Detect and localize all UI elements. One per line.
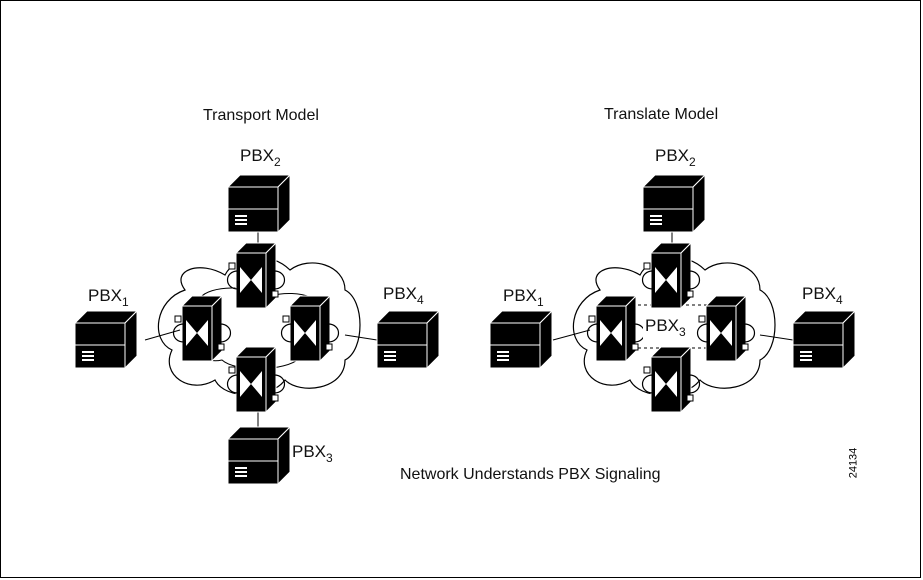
diagram-caption: Network Understands PBX Signaling bbox=[400, 466, 661, 483]
transport-pbx2-label: PBX2 bbox=[240, 146, 281, 169]
translate-model-title: Translate Model bbox=[604, 106, 719, 123]
translate-pbx4-box bbox=[792, 310, 856, 369]
transport-pbx1-box bbox=[74, 310, 138, 369]
transport-pbx1-label: PBX1 bbox=[88, 286, 129, 309]
figure-id: 24134 bbox=[847, 447, 860, 479]
translate-switch-right bbox=[696, 295, 756, 362]
translate-pbx1-box bbox=[489, 310, 553, 369]
translate-pbx4-label: PBX4 bbox=[802, 284, 843, 307]
transport-switch-right bbox=[280, 295, 340, 362]
transport-switch-bottom bbox=[226, 346, 286, 413]
transport-switch-top bbox=[226, 242, 286, 309]
transport-model-title: Transport Model bbox=[203, 107, 319, 124]
transport-switch-left bbox=[172, 295, 232, 362]
translate-switch-top bbox=[641, 242, 701, 309]
translate-pbx2-box bbox=[642, 174, 706, 233]
transport-pbx4-box bbox=[376, 310, 440, 369]
translate-pbx3-label: PBX3 bbox=[643, 316, 688, 339]
transport-pbx2-box bbox=[227, 174, 291, 233]
transport-pbx3-label: PBX3 bbox=[292, 442, 333, 465]
transport-model bbox=[74, 174, 440, 485]
transport-pbx3-box bbox=[227, 426, 291, 485]
transport-pbx4-label: PBX4 bbox=[383, 284, 424, 307]
translate-pbx2-label: PBX2 bbox=[655, 146, 696, 169]
translate-model bbox=[489, 174, 856, 413]
translate-pbx1-label: PBX1 bbox=[503, 286, 544, 309]
translate-switch-bottom bbox=[641, 346, 701, 413]
translate-switch-left bbox=[586, 295, 646, 362]
